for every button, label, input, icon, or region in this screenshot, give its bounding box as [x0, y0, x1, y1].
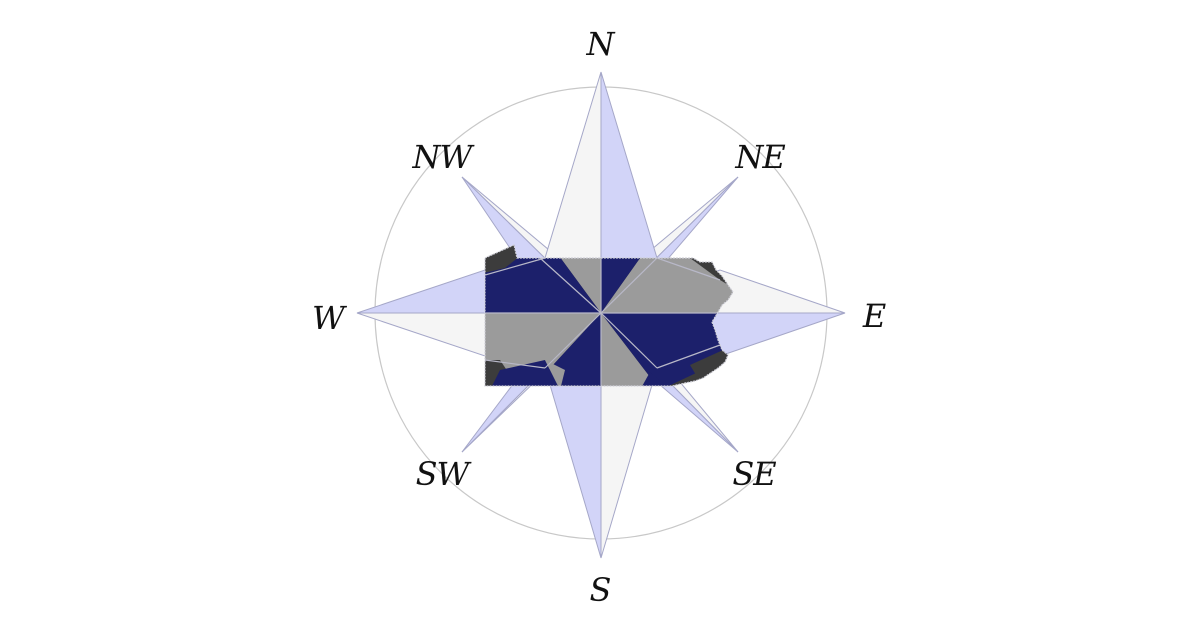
label-east: E	[862, 297, 886, 335]
label-northwest: NW	[412, 138, 473, 176]
label-west: W	[312, 299, 345, 337]
label-southwest: SW	[415, 455, 470, 493]
label-north: N	[586, 25, 615, 63]
pennsylvania-outline	[484, 244, 734, 387]
label-southeast: SE	[732, 455, 776, 493]
label-northeast: NE	[735, 138, 785, 176]
label-south: S	[589, 571, 612, 609]
